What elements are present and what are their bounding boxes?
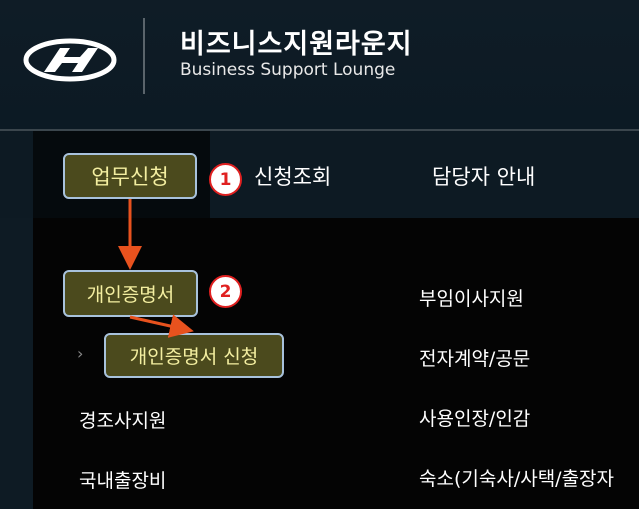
hyundai-logo[interactable] [22,38,118,82]
site-subtitle: Business Support Lounge [180,60,396,80]
menu-e-contract[interactable]: 전자계약/공문 [419,348,531,370]
step-badge-2: 2 [209,275,242,308]
header-divider [143,18,145,94]
menu-seal[interactable]: 사용인장/인감 [419,408,531,430]
menu-relocation-support[interactable]: 부임이사지원 [419,288,524,310]
nav-divider [0,129,639,131]
chevron-right-icon: › [77,344,84,363]
menu-personal-certificate[interactable]: 개인증명서 [63,270,198,317]
menu-accommodation[interactable]: 숙소(기숙사/사택/출장자 [419,468,615,490]
site-header [0,0,639,130]
step-badge-1: 1 [209,163,242,196]
tab-work-request[interactable]: 업무신청 [63,153,197,199]
menu-personal-certificate-apply[interactable]: 개인증명서 신청 [104,333,284,378]
site-title: 비즈니스지원라운지 [180,29,413,60]
menu-domestic-travel[interactable]: 국내출장비 [79,470,167,492]
arrow-step2-to-apply [129,314,194,338]
tab-request-inquiry[interactable]: 신청조회 [254,165,332,189]
tab-contact-guide[interactable]: 담당자 안내 [432,165,536,189]
menu-family-event-support[interactable]: 경조사지원 [79,410,167,432]
